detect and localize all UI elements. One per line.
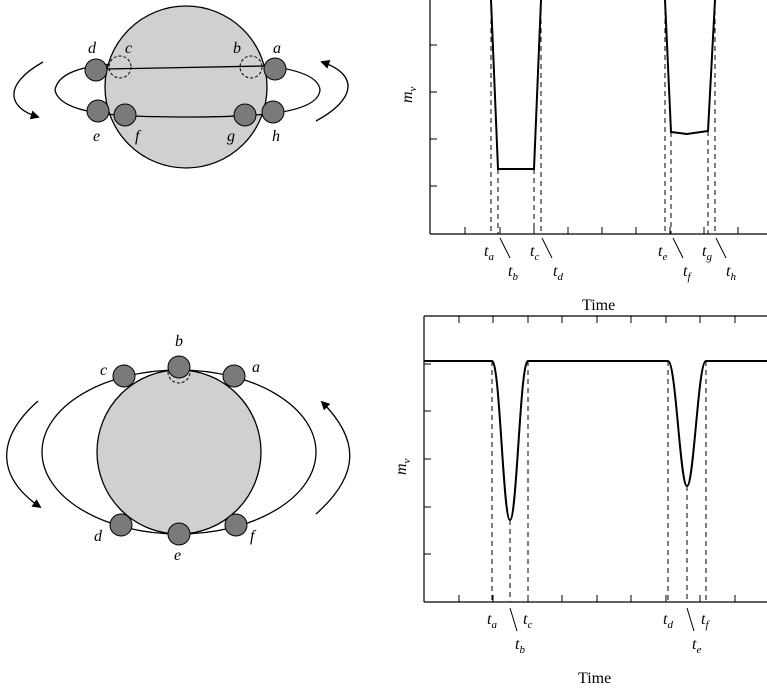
orbit-path-front xyxy=(54,89,321,118)
companion-g xyxy=(233,103,257,127)
label-f-bottom: f xyxy=(250,528,257,545)
companion-f xyxy=(113,103,137,127)
top-dashed-guides xyxy=(490,10,716,234)
top-time-labels: ta tb tc td te tf tg th xyxy=(484,243,736,283)
rotation-arrow-left-bottom xyxy=(6,400,42,509)
label-c-bottom: c xyxy=(100,362,107,379)
orbit-line-behind xyxy=(105,65,266,70)
bottom-dashed-guides xyxy=(491,361,707,602)
label-b: b xyxy=(233,40,241,57)
bottom-x-label: Time xyxy=(578,670,611,687)
label-c: c xyxy=(125,40,132,57)
companion-d xyxy=(84,58,108,82)
companion-d-bottom xyxy=(109,513,133,537)
companion-h xyxy=(261,100,285,124)
rotation-arrow-right xyxy=(315,60,349,122)
companion-e-bottom xyxy=(167,522,191,546)
bottom-y-ticks xyxy=(424,363,431,555)
label-td-bottom: td xyxy=(663,611,673,631)
label-f: f xyxy=(135,128,142,145)
label-te-bottom: te xyxy=(692,636,701,656)
label-h: h xyxy=(272,128,280,145)
top-light-curve-line xyxy=(490,0,716,170)
companion-b-bottom xyxy=(167,355,191,379)
label-d-bottom: d xyxy=(94,528,103,545)
top-x-label: Time xyxy=(582,297,615,314)
bottom-y-label: mv xyxy=(393,458,413,475)
label-a: a xyxy=(273,40,281,57)
bottom-time-labels: ta tb tc td te tf xyxy=(487,611,710,656)
top-orbit-diagram: d c b a e f g h xyxy=(13,5,349,169)
companion-a xyxy=(263,57,287,81)
bottom-orbit-diagram: c b a d e f xyxy=(6,333,351,564)
label-b-bottom: b xyxy=(175,333,183,350)
large-star xyxy=(104,5,268,169)
label-te: te xyxy=(658,243,667,263)
rotation-arrow-right-bottom xyxy=(315,400,351,515)
label-tf-bottom: tf xyxy=(701,611,710,631)
label-e: e xyxy=(93,128,100,145)
label-g: g xyxy=(227,128,235,145)
companion-a-bottom xyxy=(222,364,246,388)
label-tc-bottom: tc xyxy=(523,611,532,631)
top-x-ticks xyxy=(464,227,739,234)
label-a-bottom: a xyxy=(252,359,260,376)
label-e-bottom: e xyxy=(174,547,181,564)
rotation-arrow-left xyxy=(13,61,44,120)
companion-c-eclipsed xyxy=(108,55,132,79)
top-y-label: mv xyxy=(399,86,419,103)
companion-b-hidden xyxy=(167,371,191,384)
label-tb-bottom: tb xyxy=(515,636,525,656)
label-tc: tc xyxy=(530,243,539,263)
top-tick-leaders xyxy=(499,237,727,259)
label-td: td xyxy=(553,263,563,283)
top-y-ticks xyxy=(430,44,437,187)
bottom-light-curve-line xyxy=(424,360,767,522)
bottom-tick-leaders xyxy=(509,607,695,632)
label-th: th xyxy=(726,263,736,283)
label-d: d xyxy=(88,40,97,57)
label-tg: tg xyxy=(702,243,712,263)
label-ta-bottom: ta xyxy=(487,611,497,631)
top-light-curve: ta tb tc td te tf tg th mv Time xyxy=(399,0,767,314)
label-tf: tf xyxy=(683,263,692,283)
large-star-bottom xyxy=(96,369,262,535)
companion-f-bottom xyxy=(224,513,248,537)
label-ta: ta xyxy=(484,243,494,263)
bottom-x-ticks xyxy=(458,316,736,602)
companion-b-eclipsed xyxy=(239,55,263,79)
bottom-light-curve: ta tb tc td te tf mv Time xyxy=(393,315,767,687)
companion-e xyxy=(86,99,110,123)
label-tb: tb xyxy=(508,263,518,283)
companion-c-bottom xyxy=(112,364,136,388)
